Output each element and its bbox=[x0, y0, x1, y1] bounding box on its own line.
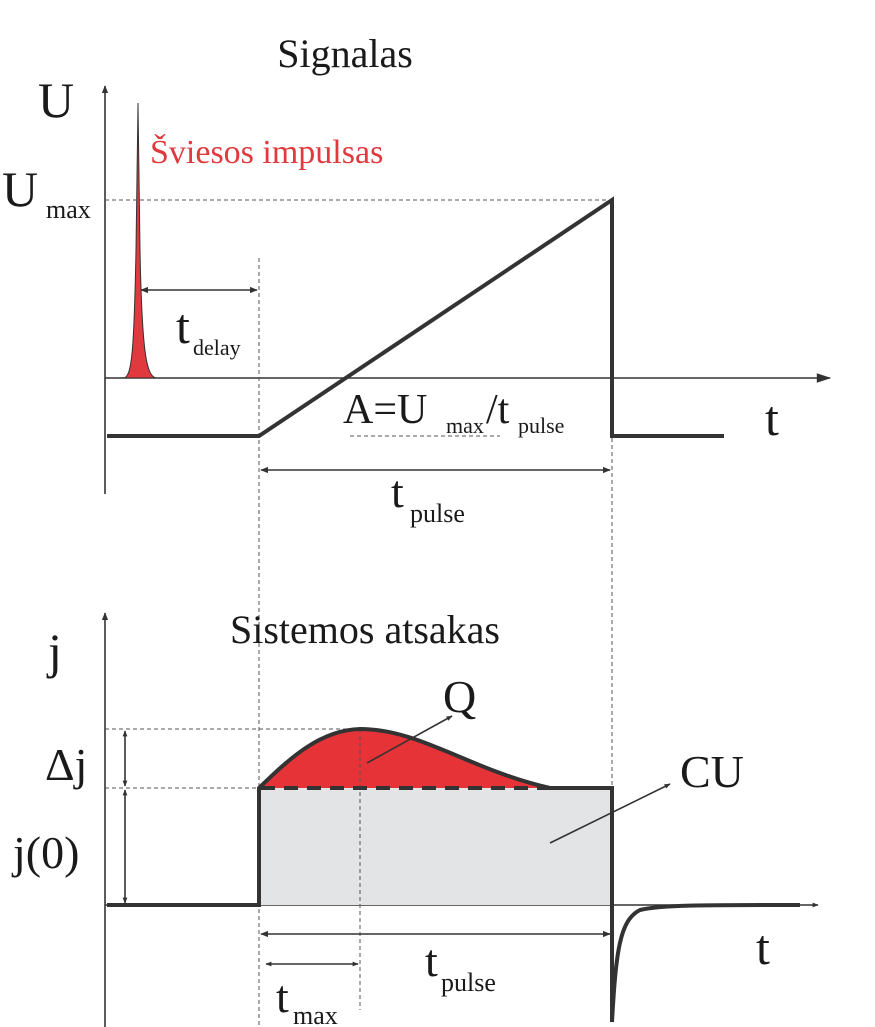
signal-x-axis-label: t bbox=[765, 390, 779, 446]
tmax-sub: max bbox=[293, 1001, 338, 1027]
slope-max: max bbox=[446, 413, 484, 438]
charge-q-area bbox=[259, 729, 550, 788]
tdelay-sub: delay bbox=[193, 335, 241, 360]
cu-pointer-arrow bbox=[549, 783, 671, 844]
umax-sub: max bbox=[46, 195, 91, 224]
tpulse-bottom-main: t bbox=[425, 935, 438, 986]
tpulse-label-top: t pulse bbox=[391, 466, 465, 528]
response-x-axis-label: t bbox=[756, 919, 770, 975]
slope-label: A=U max /t pulse bbox=[343, 387, 564, 438]
charge-cu-area bbox=[259, 788, 612, 905]
tpulse-bottom-sub: pulse bbox=[441, 968, 496, 997]
tdelay-main: t bbox=[176, 298, 190, 354]
light-pulse-label: Šviesos impulsas bbox=[150, 133, 383, 171]
slope-a: A=U bbox=[343, 387, 427, 433]
j0-label: j(0) bbox=[11, 827, 79, 878]
tpulse-top-sub: pulse bbox=[410, 499, 465, 528]
tpulse-label-bottom: t pulse bbox=[425, 935, 496, 997]
response-y-axis-label: j bbox=[46, 623, 62, 679]
tmax-label: t max bbox=[276, 971, 338, 1027]
signal-title: Signalas bbox=[277, 31, 413, 76]
umax-label: U max bbox=[2, 161, 91, 224]
delta-j-label: Δj bbox=[45, 739, 87, 790]
response-title: Sistemos atsakas bbox=[230, 607, 500, 652]
tpulse-top-main: t bbox=[391, 466, 404, 517]
signal-y-axis-label: U bbox=[38, 72, 74, 128]
cu-label: CU bbox=[680, 746, 744, 797]
slope-pulse: pulse bbox=[518, 413, 564, 438]
light-pulse-spike bbox=[123, 102, 157, 379]
umax-main: U bbox=[2, 161, 38, 217]
q-label: Q bbox=[443, 671, 476, 722]
signal-waveform bbox=[107, 196, 724, 438]
q-pointer-arrow bbox=[366, 715, 453, 764]
tmax-main: t bbox=[276, 971, 289, 1022]
slope-slash: /t bbox=[486, 387, 510, 433]
tdelay-label: t delay bbox=[176, 298, 241, 360]
